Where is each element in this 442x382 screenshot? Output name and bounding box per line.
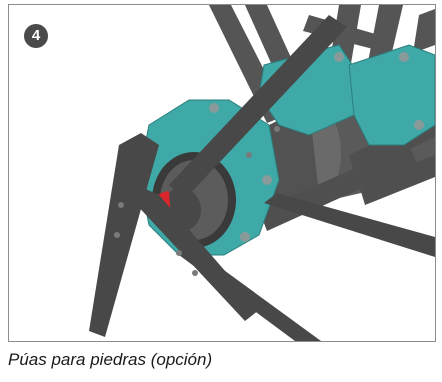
figure-panel: 4 [8,4,436,342]
front-tines [89,15,435,341]
step-number-badge: 4 [24,24,48,48]
tine-bolts [114,126,280,276]
figure-caption: Púas para piedras (opción) [8,350,213,369]
stone-tines-illustration [89,5,435,341]
